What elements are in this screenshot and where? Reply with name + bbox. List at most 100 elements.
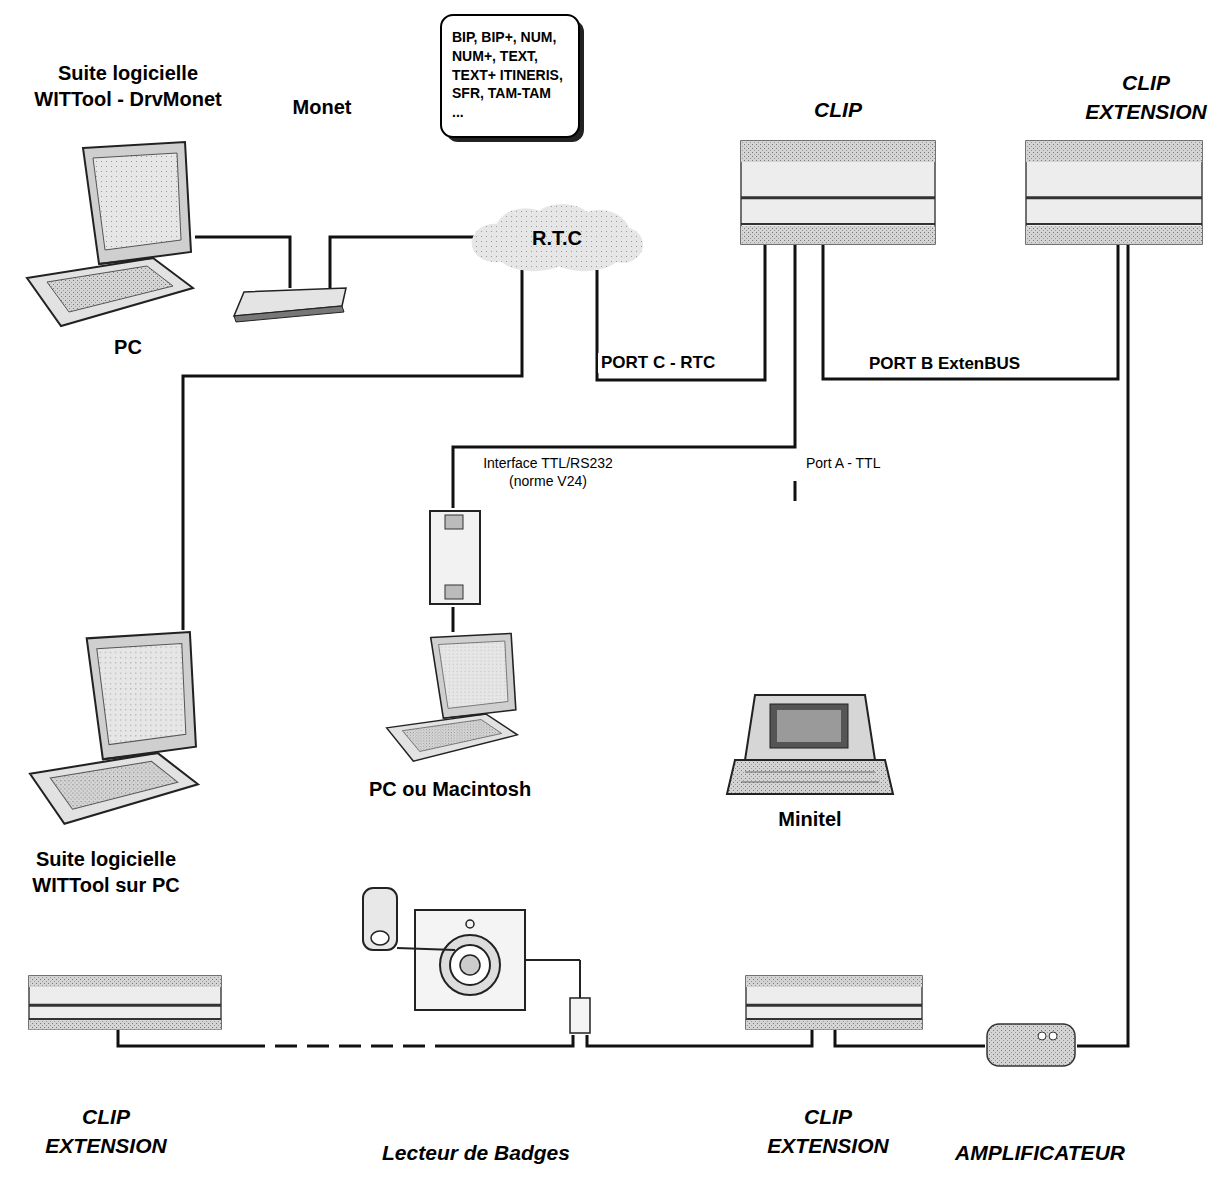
amplifier-drawing <box>985 1022 1077 1068</box>
drawing-part <box>1026 141 1202 244</box>
drawing-part <box>450 945 490 985</box>
monet-modem-drawing <box>232 288 348 324</box>
drawing-part <box>746 976 922 1029</box>
clip-unit-drawing <box>740 140 936 245</box>
box-text: R.T.C <box>475 225 639 251</box>
pc-laptop-drawing <box>385 632 519 764</box>
drawing-part <box>570 998 590 1033</box>
drawing-part <box>746 976 922 987</box>
drawing-part <box>99 258 153 264</box>
drawing-part <box>741 782 879 783</box>
drawing-part <box>727 760 893 794</box>
drawing-part <box>746 1020 922 1029</box>
drawing-part <box>47 266 173 312</box>
cable-line <box>453 245 795 508</box>
drawing-part <box>745 772 875 773</box>
pc-laptop-drawing <box>28 630 200 828</box>
drawing-part <box>741 141 935 162</box>
device-label: Suite logicielle WITTool - DrvMonet <box>21 60 235 112</box>
pc-laptop: PC ou Macintosh <box>385 632 519 764</box>
clip-extension-drawing <box>745 975 923 1030</box>
drawing-part <box>363 888 397 950</box>
device-label: CLIP EXTENSION <box>1077 68 1215 127</box>
drawing-part <box>1049 1032 1057 1040</box>
badge-reader: Lecteur de Badges <box>355 880 598 1035</box>
drawing-part <box>441 15 579 137</box>
drawing-part <box>741 141 935 244</box>
device-label: CLIP <box>793 95 883 124</box>
minitel-terminal-drawing <box>725 690 895 796</box>
drawing-part <box>29 976 221 1029</box>
amplifier: AMPLIFICATEUR <box>985 1022 1077 1068</box>
drawing-part <box>579 960 581 998</box>
drawing-part <box>1026 141 1202 162</box>
drawing-part <box>440 935 500 995</box>
badge-reader-drawing <box>355 880 598 1035</box>
minitel-terminal: Minitel <box>725 690 895 796</box>
drawing-part <box>97 644 186 745</box>
drawing-part <box>87 632 196 759</box>
cable-line <box>1077 245 1128 1046</box>
drawing-part <box>371 931 389 945</box>
clip-extension-drawing <box>28 975 222 1030</box>
drawing-part <box>50 761 177 809</box>
drawing-part <box>445 515 463 529</box>
cable-line <box>597 245 765 380</box>
interface-box: Interface TTL/RS232 (norme V24) <box>425 508 485 607</box>
drawing-part <box>1026 226 1202 244</box>
drawing-part <box>29 976 221 987</box>
drawing-part <box>30 753 198 824</box>
port-label: PORT B ExtenBUS <box>866 354 1023 374</box>
drawing-part <box>777 710 841 742</box>
port-label: PORT C - RTC <box>598 353 718 373</box>
drawing-part <box>27 258 193 326</box>
device-label: CLIP EXTENSION <box>759 1102 897 1161</box>
clip-extension-drawing <box>1025 140 1203 245</box>
drawing-part <box>1026 196 1202 199</box>
drawing-part <box>1038 1032 1046 1040</box>
drawing-part <box>29 1020 221 1029</box>
drawing-part <box>234 306 344 322</box>
cable-line <box>195 237 290 288</box>
drawing-part <box>415 910 525 1010</box>
clip-extension: CLIP EXTENSION <box>28 975 222 1030</box>
network-cloud: R.T.C <box>475 210 643 270</box>
drawing-part <box>443 714 486 718</box>
drawing-part <box>466 920 474 928</box>
pc-laptop-drawing <box>25 140 195 330</box>
clip-extension: CLIP EXTENSION <box>745 975 923 1030</box>
drawing-part <box>987 1024 1075 1066</box>
drawing-part <box>83 142 191 264</box>
device-label: CLIP EXTENSION <box>37 1102 175 1161</box>
device-label: Monet <box>277 94 367 120</box>
drawing-part <box>1026 223 1202 225</box>
drawing-part <box>445 585 463 599</box>
drawing-part <box>431 633 516 718</box>
callout-box: BIP, BIP+, NUM, NUM+, TEXT, TEXT+ ITINER… <box>440 14 582 140</box>
drawing-part <box>29 1004 221 1007</box>
cable-line <box>183 270 522 630</box>
port-label: Port A - TTL <box>803 455 883 471</box>
box-text: BIP, BIP+, NUM, NUM+, TEXT, TEXT+ ITINER… <box>452 28 566 122</box>
drawing-part <box>430 511 480 604</box>
drawing-part <box>741 223 935 225</box>
pc-laptop: Suite logicielle WITTool sur PC <box>28 630 200 828</box>
drawing-part <box>93 153 181 250</box>
drawing-part <box>770 704 848 748</box>
device-label: Lecteur de Badges <box>361 1138 591 1167</box>
device-label: PC <box>98 334 158 360</box>
device-label: PC ou Macintosh <box>340 776 560 802</box>
device-label: Interface TTL/RS232 (norme V24) <box>473 455 623 490</box>
drawing-part <box>397 948 455 950</box>
monet-modem: Monet <box>232 288 348 324</box>
drawing-part <box>525 959 580 961</box>
drawing-part <box>387 714 518 761</box>
cable-line <box>330 237 475 288</box>
clip-extension: CLIP EXTENSION <box>1025 140 1203 245</box>
clip-unit: CLIP <box>740 140 936 245</box>
interface-box-drawing <box>425 508 485 607</box>
cable-line <box>794 245 797 690</box>
drawing-part <box>402 720 501 752</box>
drawing-part <box>741 196 935 199</box>
